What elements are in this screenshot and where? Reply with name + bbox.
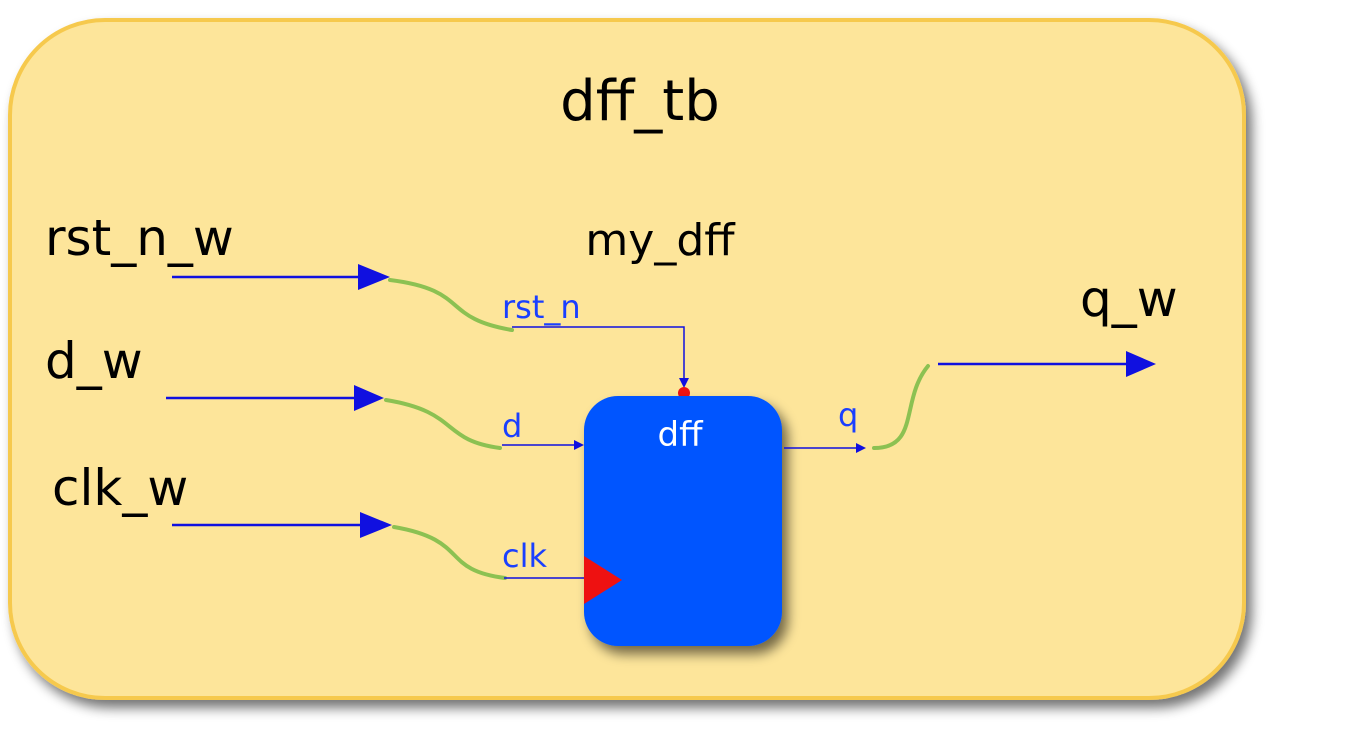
q-wire-arrow: [1126, 351, 1156, 377]
instance-name: my_dff: [585, 215, 736, 266]
clk-wire-arrow: [360, 512, 392, 538]
q-port-arrow: [856, 443, 866, 453]
clk-connector: [392, 525, 507, 580]
d-connector: [384, 398, 502, 450]
wire-label-q-w: q_w: [1080, 270, 1178, 328]
rst-port-line: [512, 326, 685, 382]
rst-port-arrow: [679, 378, 689, 388]
rst-wire-arrow: [358, 264, 390, 290]
q-connector: [872, 364, 930, 450]
testbench-box: [8, 18, 1246, 700]
port-label-clk: clk: [502, 537, 547, 575]
wire-label-clk-w: clk_w: [52, 459, 188, 517]
clock-edge-marker: [584, 556, 622, 604]
dff-module-block: [584, 396, 782, 646]
port-label-d: d: [502, 407, 522, 445]
testbench-title: dff_tb: [560, 69, 720, 134]
wire-label-d-w: d_w: [45, 332, 143, 390]
d-port-arrow: [574, 440, 584, 450]
rst-connector: [388, 278, 514, 332]
wire-label-rst-n-w: rst_n_w: [45, 209, 234, 267]
port-label-rst-n: rst_n: [502, 288, 581, 326]
module-name: dff: [657, 415, 704, 455]
port-label-q: q: [838, 396, 858, 434]
d-wire-arrow: [354, 385, 384, 411]
